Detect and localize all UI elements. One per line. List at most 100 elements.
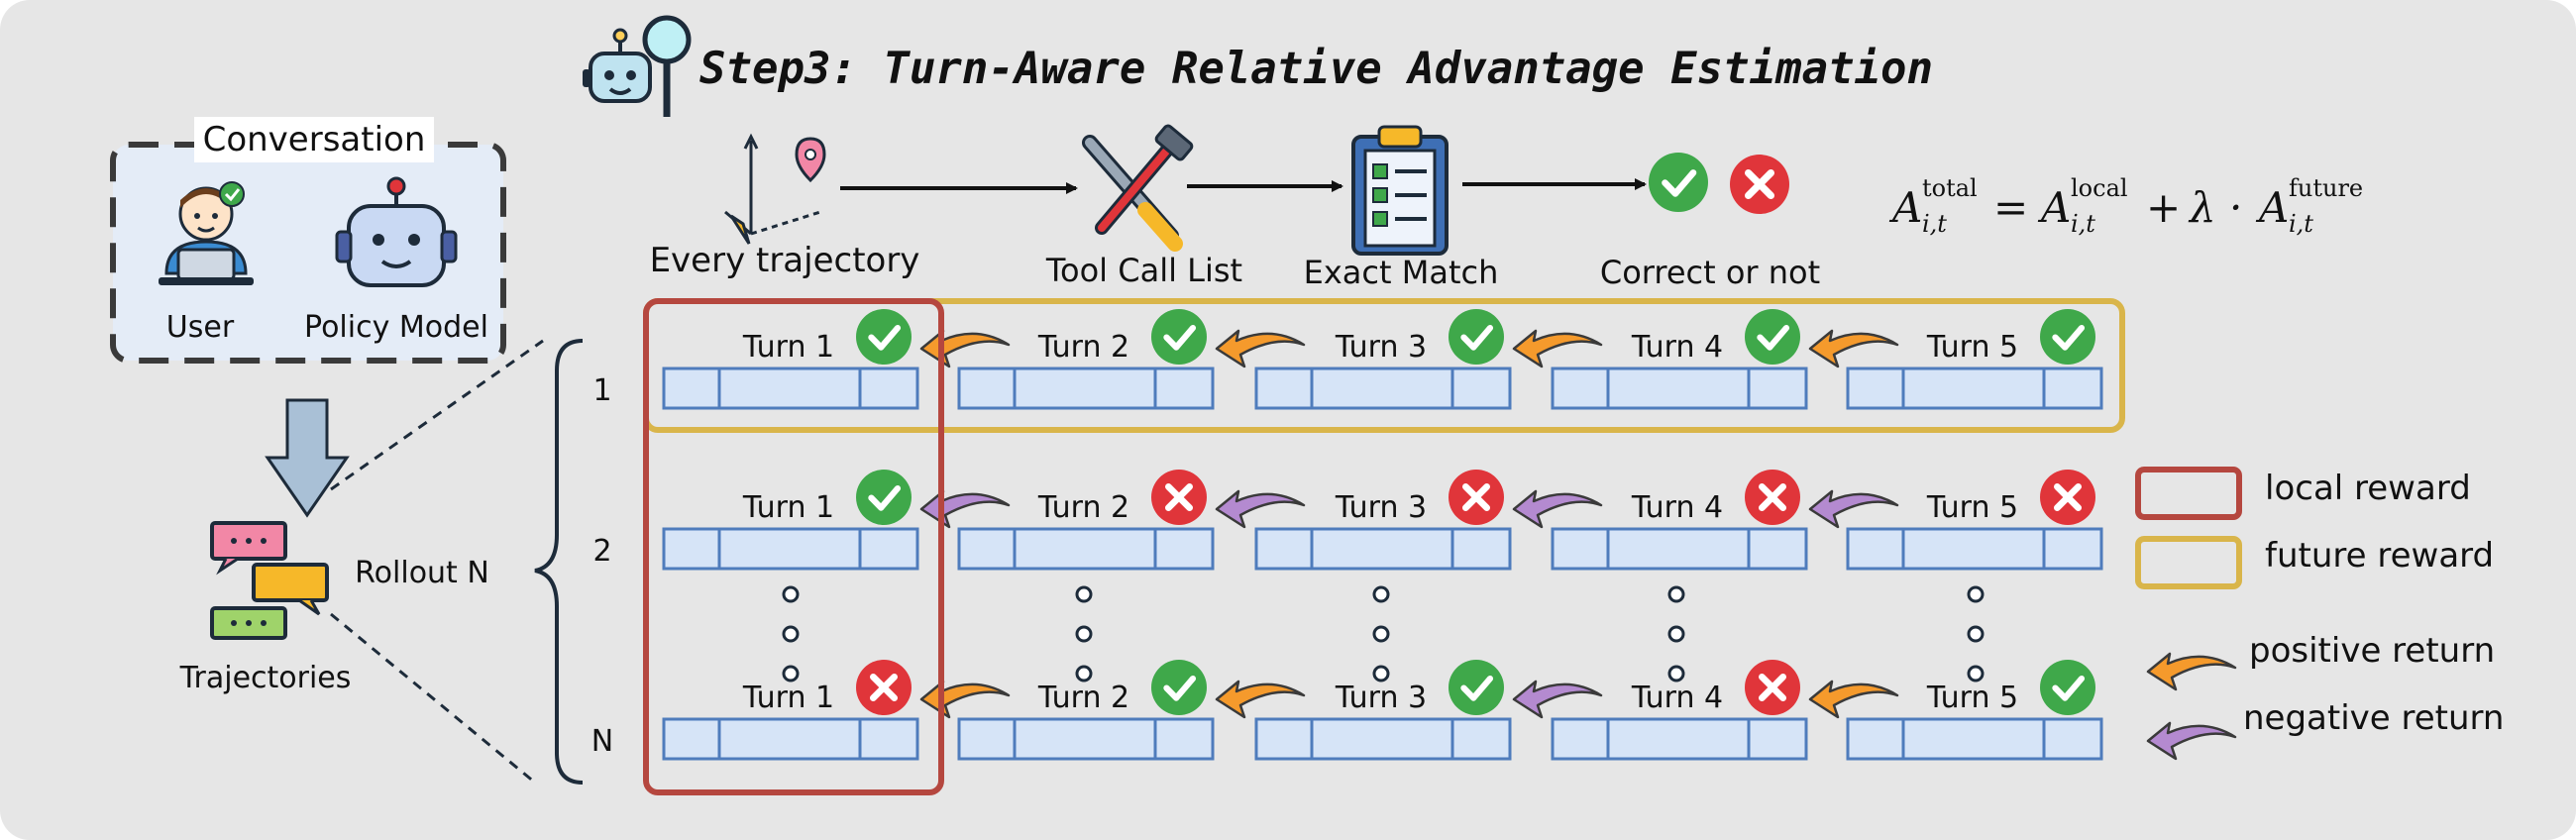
turn-label: Turn 3 <box>1335 330 1427 365</box>
incorrect-x-icon <box>1151 470 1207 525</box>
down-arrow-icon <box>265 398 350 518</box>
turn-cell <box>1254 527 1512 571</box>
user-icon <box>159 181 254 285</box>
turn-label: Turn 1 <box>742 330 834 365</box>
incorrect-x-icon <box>1449 470 1504 525</box>
turn-label: Turn 5 <box>1926 490 2018 525</box>
negative-return-arrow-icon <box>1215 489 1306 529</box>
robot-magnifier-icon <box>583 15 692 117</box>
rollout-brace <box>534 339 584 785</box>
legend: local reward future reward positive retu… <box>2135 467 2504 761</box>
svg-text:i,t: i,t <box>1922 210 1947 238</box>
turn-cell <box>957 717 1215 761</box>
negative-return-arrow-icon <box>1512 680 1603 719</box>
clipboard-checklist-icon <box>1351 125 1449 256</box>
svg-text:i,t: i,t <box>2071 210 2095 238</box>
legend-negative-label: negative return <box>2243 698 2504 738</box>
turn-label: Turn 4 <box>1631 330 1723 365</box>
turn-label: Turn 5 <box>1926 330 2018 365</box>
positive-return-arrow-icon <box>1808 680 1899 719</box>
pipeline-step-label: Exact Match <box>1304 254 1499 291</box>
correct-check-icon <box>1151 660 1207 715</box>
legend-local-label: local reward <box>2265 469 2471 508</box>
correct-check-icon <box>856 309 912 365</box>
turn-cell <box>1551 367 1808 410</box>
trajectories-chat-icon <box>210 521 329 640</box>
tools-icon <box>1082 124 1194 252</box>
positive-return-arrow-icon <box>1512 329 1603 368</box>
user-label: User <box>166 310 235 345</box>
turn-cell <box>662 527 919 571</box>
ellipsis-dots <box>1372 585 1390 682</box>
svg-text:total: total <box>1922 174 1978 202</box>
ellipsis-dots <box>782 585 800 682</box>
legend-local-swatch <box>2135 467 2242 520</box>
svg-text:λ ·: λ · <box>2188 183 2242 232</box>
turn-label: Turn 3 <box>1335 490 1427 525</box>
conversation-label-bg <box>194 117 434 162</box>
incorrect-x-icon <box>856 660 912 715</box>
diagram-title: Step3: Turn-Aware Relative Advantage Est… <box>699 44 1933 94</box>
correct-check-icon <box>2040 309 2095 365</box>
turn-cell <box>1551 527 1808 571</box>
svg-text:i,t: i,t <box>2289 210 2313 238</box>
turn-label: Turn 1 <box>742 681 834 715</box>
turn-label: Turn 2 <box>1037 490 1129 525</box>
policy-model-robot-icon <box>335 176 458 287</box>
pipeline-step-label: Correct or not <box>1600 254 1820 291</box>
correct-check-icon <box>2040 660 2095 715</box>
local-reward-frame <box>643 298 944 795</box>
ellipsis-dots <box>1075 585 1093 682</box>
turn-cell <box>1254 367 1512 410</box>
negative-return-arrow-icon <box>919 489 1011 529</box>
positive-return-arrow-icon <box>919 680 1011 719</box>
pipeline-step-label: Every trajectory <box>650 241 920 280</box>
legend-future-swatch <box>2135 536 2242 589</box>
expansion-line-top <box>330 339 544 491</box>
positive-return-arrow-icon <box>2146 652 2237 691</box>
ellipsis-dots <box>1967 585 1985 682</box>
svg-text:A: A <box>1888 183 1922 232</box>
incorrect-x-icon <box>2040 470 2095 525</box>
positive-return-arrow-icon <box>1808 329 1899 368</box>
rollout-index-label: 2 <box>592 534 611 569</box>
turn-cell <box>1846 717 2103 761</box>
correct-check-icon <box>1449 309 1504 365</box>
negative-return-arrow-icon <box>1808 489 1899 529</box>
positive-return-arrow-icon <box>1215 329 1306 368</box>
correct-check-icon <box>1151 309 1207 365</box>
turn-cell <box>662 717 919 761</box>
negative-return-arrow-icon <box>1512 489 1603 529</box>
turn-cell <box>1254 717 1512 761</box>
turn-cell <box>1846 527 2103 571</box>
rollout-label: Rollout N <box>355 556 489 590</box>
turn-cell <box>957 367 1215 410</box>
turn-label: Turn 3 <box>1335 681 1427 715</box>
legend-positive-label: positive return <box>2249 631 2495 671</box>
correct-check-icon <box>1745 309 1800 365</box>
trajectory-axes-icon <box>724 133 826 245</box>
conversation-label: Conversation <box>203 120 426 159</box>
positive-return-arrow-icon <box>919 329 1011 368</box>
incorrect-x-icon <box>1745 660 1800 715</box>
incorrect-x-icon <box>1745 470 1800 525</box>
turn-label: Turn 5 <box>1926 681 2018 715</box>
svg-text:+: + <box>2146 183 2181 232</box>
policy-model-label: Policy Model <box>304 310 488 345</box>
svg-text:A: A <box>2037 183 2071 232</box>
turn-cell <box>1551 717 1808 761</box>
correct-check-icon <box>1449 660 1504 715</box>
turn-label: Turn 4 <box>1631 490 1723 525</box>
advantage-formula: A total i,t = A local i,t + λ · A future… <box>1888 174 2363 238</box>
turn-label: Turn 2 <box>1037 330 1129 365</box>
turn-label: Turn 4 <box>1631 681 1723 715</box>
svg-text:local: local <box>2071 174 2128 202</box>
turn-cell <box>1846 367 2103 410</box>
correct-check-icon <box>856 470 912 525</box>
incorrect-x-icon <box>1730 155 1789 214</box>
expansion-line-bottom <box>330 612 536 785</box>
svg-text:A: A <box>2255 183 2289 232</box>
turn-label: Turn 2 <box>1037 681 1129 715</box>
turn-label: Turn 1 <box>742 490 834 525</box>
